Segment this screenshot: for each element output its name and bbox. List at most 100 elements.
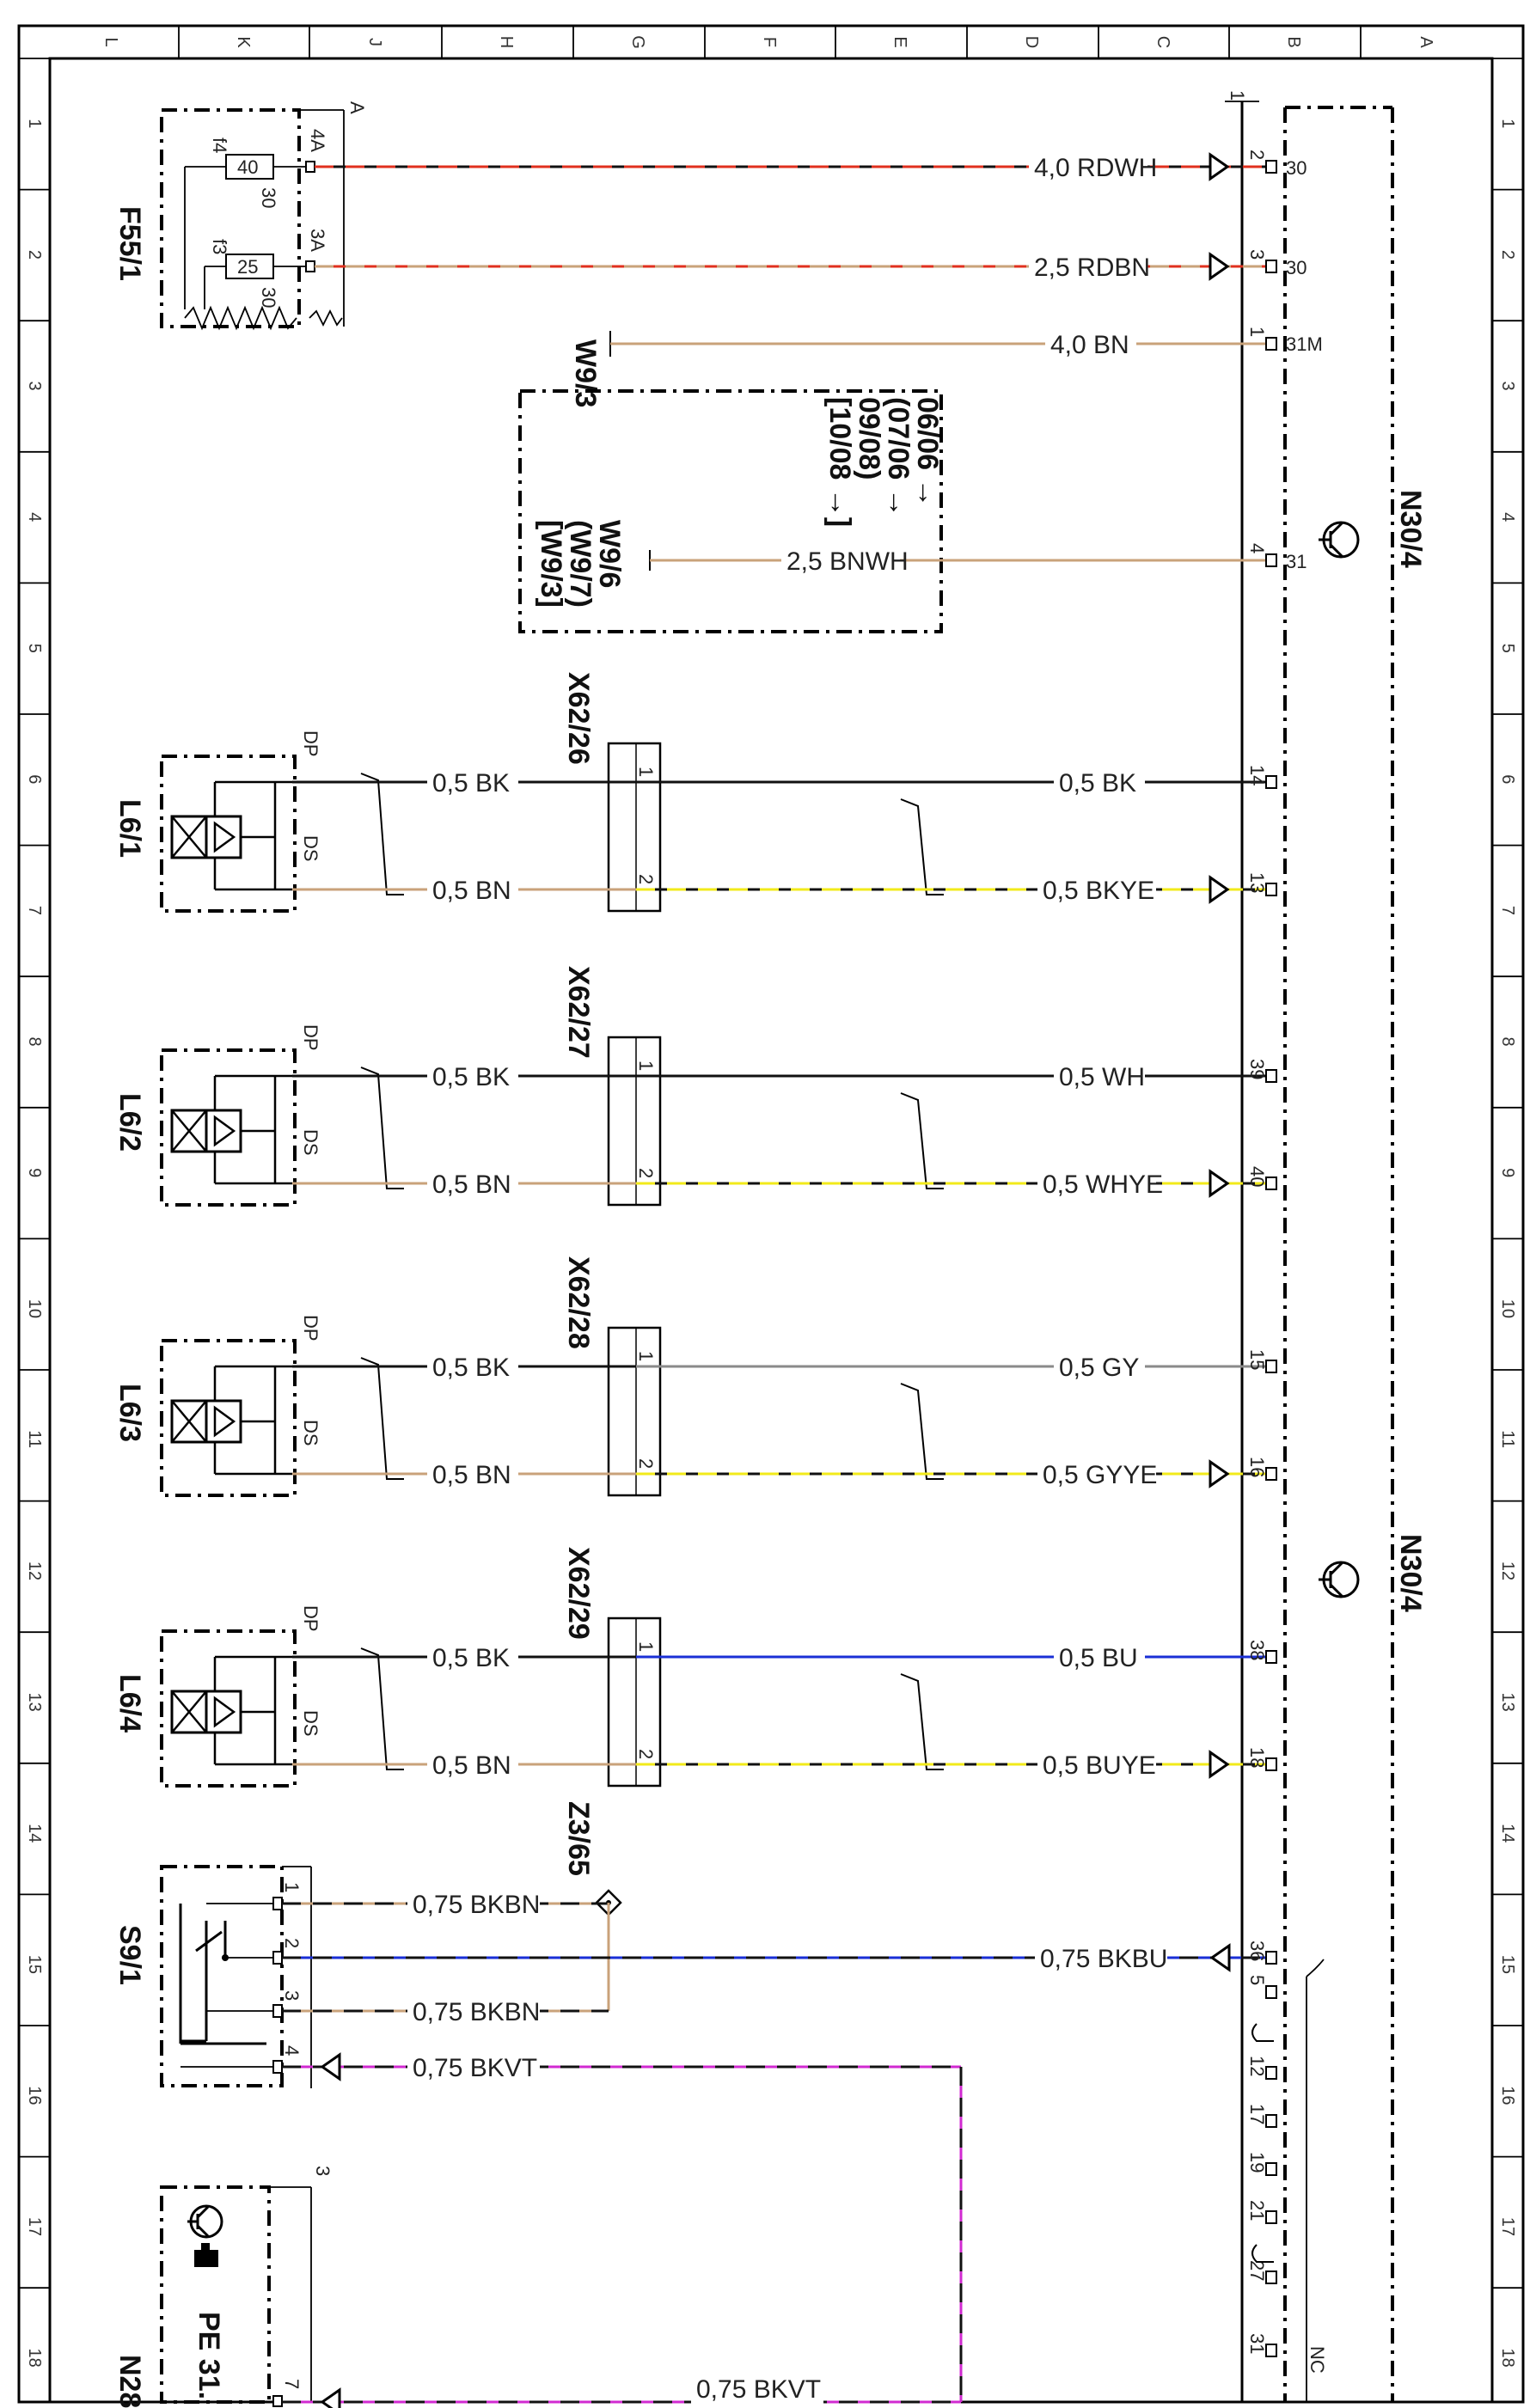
n30-pin: 5 <box>1246 1975 1268 1985</box>
row-label-right: 11 <box>1498 1430 1517 1448</box>
module-n28: 3 N28 PE 31. 7 <box>113 2166 334 2408</box>
arrow-icon <box>1209 1750 1230 1779</box>
pin-dp: DP <box>300 1605 321 1632</box>
n30-pin: 14 <box>1246 765 1268 785</box>
wire-label-w3: 4,0 BN <box>1050 331 1129 359</box>
col-F: F <box>760 37 779 47</box>
wire-label-w1: 4,0 RDWH <box>1034 154 1157 182</box>
variant-date-1: 06/06 → <box>911 397 944 508</box>
conn-pin-1: 1 <box>635 767 657 777</box>
wire-label-left-a: 0,5 BK <box>432 1644 510 1672</box>
transistor-icon <box>187 2204 223 2239</box>
row-label-right: 9 <box>1498 1168 1517 1177</box>
fuse-f4-pin-out: 4A <box>307 129 328 152</box>
shield-bracket <box>900 1673 944 1770</box>
row-label-right: 16 <box>1498 2086 1517 2105</box>
variant-date-3: 09/08) <box>853 397 885 480</box>
wire-label-s3: 0,75 BKBN <box>413 1998 540 2026</box>
switch-s9: S9/1 1 2 3 4 <box>113 1865 312 2088</box>
row-label-left: 1 <box>25 119 44 128</box>
transistor-icon <box>1319 1561 1360 1598</box>
wire-label-right-a: 0,5 BU <box>1059 1644 1138 1672</box>
connector-x62 <box>607 1036 662 1207</box>
s9-pin-2: 2 <box>281 1938 303 1948</box>
shield-bracket <box>900 1383 944 1480</box>
n30-label-bottom: N30/4 <box>1394 1534 1427 1612</box>
col-D: D <box>1022 36 1041 48</box>
col-A: A <box>1417 36 1435 48</box>
conn-pin-2: 2 <box>635 1168 657 1178</box>
row-label-right: 3 <box>1498 382 1517 391</box>
wire-label-right-a: 0,5 GY <box>1059 1354 1139 1382</box>
shield-bracket <box>360 1647 404 1770</box>
fuse-f4-pin-in: 30 <box>258 187 279 208</box>
shield-bracket <box>360 773 404 895</box>
wire-label-right-b: 0,5 WHYE <box>1043 1170 1163 1199</box>
n30-pin-1: 1 <box>1246 327 1268 337</box>
fuse-f4 <box>225 154 274 180</box>
connector-x62 <box>607 1617 662 1788</box>
row-label-left: 15 <box>25 1955 44 1974</box>
wire-label-n28: 0,75 BKVT <box>696 2375 821 2404</box>
row-label-left: 3 <box>25 382 44 391</box>
n30-pin: 39 <box>1246 1059 1268 1079</box>
z3-label: Z3/65 <box>562 1801 595 1876</box>
s9-pin-3: 3 <box>281 1990 303 2001</box>
variant-date-4: [10/08 →] <box>823 397 856 527</box>
lamp-box <box>160 755 297 913</box>
lamp-label: L6/1 <box>113 799 146 858</box>
shield-bracket <box>900 798 944 895</box>
arrow-icon <box>1209 1459 1230 1488</box>
pin-dp: DP <box>300 1024 321 1051</box>
lamp-box <box>160 1339 297 1497</box>
row-label-right: 18 <box>1498 2349 1517 2368</box>
row-label-right: 12 <box>1498 1562 1517 1580</box>
bridge-icon <box>1251 2023 1274 2042</box>
wire-label-left-b: 0,5 BN <box>432 1751 511 1780</box>
n30-pin: 21 <box>1246 2200 1268 2221</box>
conn-pin-2: 2 <box>635 874 657 884</box>
n30-pin-top: 1 <box>1227 90 1248 101</box>
wire-label-left-b: 0,5 BN <box>432 1461 511 1489</box>
wire-label-left-b: 0,5 BN <box>432 1170 511 1199</box>
wire-label-s1: 0,75 BKBN <box>413 1891 540 1919</box>
connector-x62 <box>607 742 662 913</box>
row-label-left: 10 <box>25 1299 44 1318</box>
fuse-f4-id: f4 <box>209 138 230 153</box>
fuse-f3-id: f3 <box>209 239 230 254</box>
term-30a: 30 <box>1286 157 1307 179</box>
lamp-label: L6/4 <box>113 1674 146 1733</box>
pin-dp: DP <box>300 730 321 757</box>
wire-label-right-b: 0,5 BUYE <box>1043 1751 1156 1780</box>
shield-bracket <box>360 1357 404 1480</box>
row-label-right: 17 <box>1498 2217 1517 2236</box>
fuse-f3-pin-out: 3A <box>307 229 328 252</box>
n30-pin: 18 <box>1246 1747 1268 1768</box>
connector-x62 <box>607 1326 662 1497</box>
wire-label-s4: 0,75 BKVT <box>413 2054 537 2082</box>
wire-label-right-b: 0,5 BKYE <box>1043 877 1154 905</box>
hand-pointer-icon <box>194 2243 218 2267</box>
s9-pin-4: 4 <box>281 2045 303 2056</box>
lamp-box <box>160 1629 297 1788</box>
pin-ds: DS <box>300 1129 321 1156</box>
term-31m: 31M <box>1286 333 1323 355</box>
col-H: H <box>497 36 516 48</box>
lamp-label: L6/2 <box>113 1093 146 1152</box>
pin-dp: DP <box>300 1315 321 1342</box>
col-J: J <box>365 38 384 46</box>
connector-label: X62/28 <box>562 1256 595 1349</box>
row-label-left: 14 <box>25 1824 44 1843</box>
wire-label-left-a: 0,5 BK <box>432 1063 510 1091</box>
variant-line-3: [W9/3] <box>535 520 567 608</box>
outer-frame <box>17 24 1525 2404</box>
wire-label-left-a: 0,5 BK <box>432 1354 510 1382</box>
row-label-right: 8 <box>1498 1037 1517 1047</box>
shield-bracket <box>360 1066 404 1189</box>
term-31: 31 <box>1286 551 1307 572</box>
pin-ds: DS <box>300 1420 321 1446</box>
splice-z3-65: Z3/65 <box>562 1801 622 1916</box>
column-grid: L K J H G F E D C B A <box>19 26 1523 59</box>
